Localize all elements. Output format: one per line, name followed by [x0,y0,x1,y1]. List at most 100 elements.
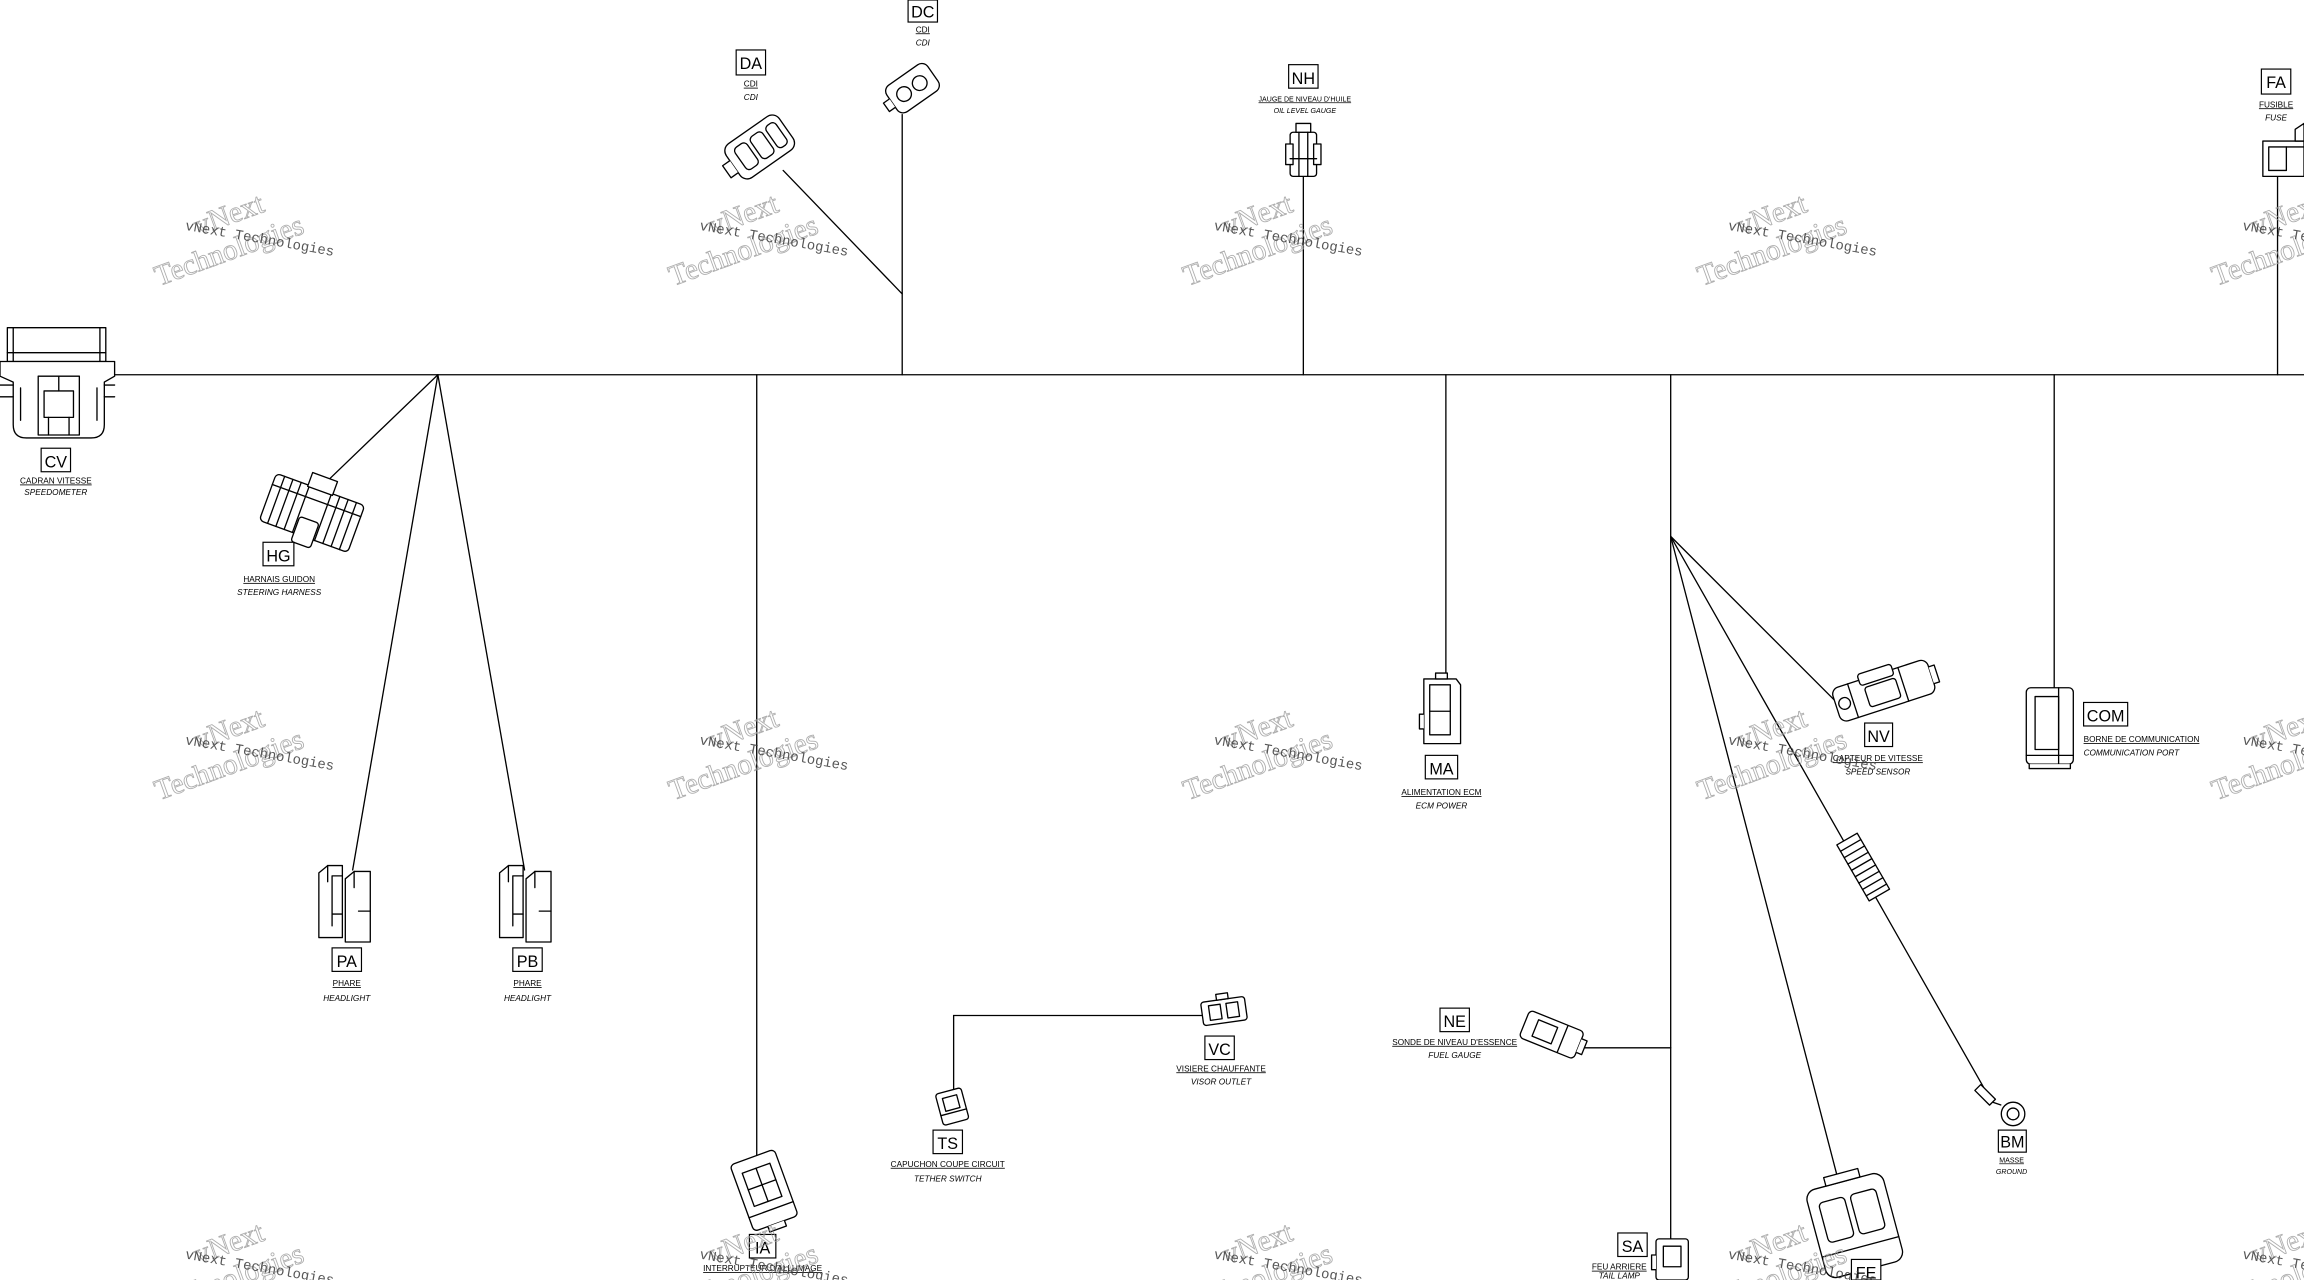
label-french: FUSIBLE [2259,100,2294,109]
label-ne: NE SONDE DE NIVEAU D'ESSENCE FUEL GAUGE [1392,1007,1518,1060]
code-box [262,541,295,567]
label-french: CAPUCHON COUPE CIRCUIT [891,1160,1005,1169]
connector-code: FE [1856,1265,1877,1280]
connector-code: NE [1443,1013,1466,1031]
code-box [1997,1129,2027,1153]
label-english: ECM POWER [1416,801,1468,810]
speed-sensor-connector [1832,659,1941,722]
label-hg: HG HARNAIS GUIDON STEERING HARNESS [237,541,322,597]
label-sa: SA FEU ARRIERE TAIL LAMP [1592,1232,1648,1280]
connector-code: FA [2266,74,2286,92]
code-box [1617,1232,1648,1258]
label-pa: PA PHARE HEADLIGHT [323,947,371,1003]
wire-pb [437,374,526,871]
code-box [40,447,72,473]
label-french: CAPTEUR DE VITESSE [1833,754,1923,763]
label-ma: MA ALIMENTATION ECM ECM POWER [1401,754,1482,810]
code-box [512,947,543,972]
tail-lamp-connector [1650,1238,1689,1280]
label-french: MASSE [1999,1157,2024,1164]
label-english: TAIL LAMP [1599,1272,1641,1280]
connector-code: TS [937,1135,958,1153]
wire-pa [351,374,439,871]
connector-code: DC [911,4,935,22]
label-vc: VC VISIERE CHAUFFANTE VISOR OUTLET [1176,1035,1266,1087]
connector-code: COM [2087,708,2125,726]
label-english: STEERING HARNESS [237,588,322,597]
code-box [1288,64,1319,89]
ecm-power-connector [1418,672,1462,745]
label-french: HARNAIS GUIDON [243,575,315,584]
wire-nv [1670,535,1838,704]
code-box [1424,754,1459,780]
label-english: GROUND [1996,1169,2027,1176]
code-box [1439,1007,1470,1033]
wire-fe [1670,535,1839,1181]
label-english: COMMUNICATION PORT [2084,748,2181,757]
label-french: CADRAN VITESSE [20,476,92,485]
connector-code: NV [1867,728,1890,746]
label-english: FUSE [2265,114,2287,123]
label-fa: FA FUSIBLE FUSE [2259,68,2294,123]
code-box [2083,701,2129,727]
label-english: HEADLIGHT [504,994,552,1003]
label-french: CDI [916,25,930,34]
connector-code: PB [517,953,539,971]
tether-switch-connector [935,1087,970,1126]
fuel-gauge-connector [1519,1010,1588,1059]
communication-port-connector [2025,687,2074,770]
speedometer-connector [0,327,116,439]
label-french: VISIERE CHAUFFANTE [1176,1064,1266,1073]
code-box [331,947,363,972]
oil-level-gauge-connector [1285,122,1322,178]
code-box [748,1233,777,1259]
label-dc: DC CDI CDI [907,0,939,48]
label-english: SPEEDOMETER [24,488,87,497]
label-ts: TS CAPUCHON COUPE CIRCUIT TETHER SWITCH [891,1129,1005,1184]
label-fe: FE [1850,1258,1882,1280]
connector-code: SA [1622,1238,1644,1256]
code-box [1204,1035,1235,1061]
label-pb: PB PHARE HEADLIGHT [504,947,552,1003]
label-french: JAUGE DE NIVEAU D'HUILE [1259,96,1352,103]
headlight-connector-pa [318,864,371,943]
label-french: CDI [744,80,758,89]
code-box [1864,722,1894,748]
label-french: PHARE [513,979,542,988]
fe-connector [1806,1167,1904,1279]
label-french: BORNE DE COMMUNICATION [2084,735,2200,744]
connector-code: VC [1208,1041,1231,1059]
connector-code: PA [337,953,358,971]
wire-hg [322,374,439,486]
label-french: ALIMENTATION ECM [1401,788,1481,797]
cdi-connector-dc [882,62,940,114]
label-da: DA CDI CDI [735,49,767,102]
connector-code: DA [740,55,763,73]
wire-bm [1670,535,1985,1089]
fuse-holder-connector [2262,122,2304,178]
label-com: COM BORNE DE COMMUNICATION COMMUNICATION… [2083,701,2200,757]
label-cv: CV CADRAN VITESSE SPEEDOMETER [20,447,92,497]
label-english: OIL LEVEL GAUGE [1274,108,1337,115]
label-english: TETHER SWITCH [914,1175,982,1184]
connector-code: CV [45,453,68,471]
label-english: SPEED SENSOR [1845,767,1910,776]
wire-da [782,169,903,295]
steering-harness-connector [259,471,365,552]
ignition-switch-connector [730,1149,798,1233]
label-english: FUEL GAUGE [1428,1051,1481,1060]
connector-code: MA [1429,760,1453,778]
label-english: CDI [744,93,759,102]
label-ia: IA INTERRUPTEUR D'ALLUMAGE [703,1233,823,1273]
